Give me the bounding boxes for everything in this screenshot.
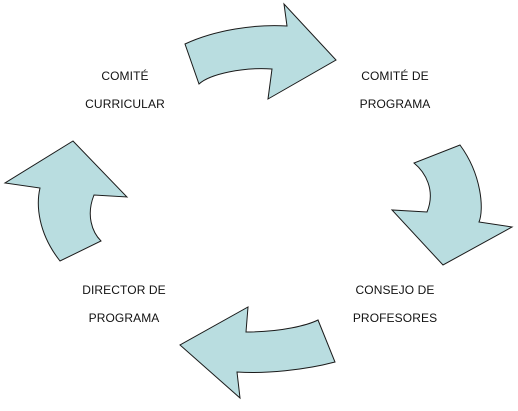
- arrow-shape: [179, 306, 336, 400]
- node-label-line: CONSEJO DE: [355, 283, 435, 297]
- node-consejo-de-profesores: CONSEJO DE PROFESORES: [353, 276, 437, 332]
- arrow-shape: [3, 140, 129, 262]
- node-label-line: PROFESORES: [352, 311, 438, 325]
- node-label-line: COMITÉ: [101, 69, 149, 83]
- node-label-line: PROGRAMA: [359, 97, 431, 111]
- node-label-line: DIRECTOR DE: [82, 283, 166, 297]
- arrow-consejo-to-director: [179, 306, 336, 400]
- node-comite-de-programa: COMITÉ DE PROGRAMA: [360, 62, 431, 118]
- node-label-line: PROGRAMA: [88, 311, 160, 325]
- arrow-programa-to-consejo: [390, 144, 514, 266]
- node-label-line: CURRICULAR: [85, 97, 165, 111]
- arrow-shape: [390, 144, 514, 266]
- arrow-director-to-curricular: [3, 140, 129, 262]
- node-comite-curricular: COMITÉ CURRICULAR: [85, 62, 165, 118]
- node-director-de-programa: DIRECTOR DE PROGRAMA: [82, 276, 166, 332]
- node-label-line: COMITÉ DE: [361, 69, 429, 83]
- arrow-curricular-to-programa: [184, 2, 337, 100]
- arrow-shape: [184, 2, 337, 100]
